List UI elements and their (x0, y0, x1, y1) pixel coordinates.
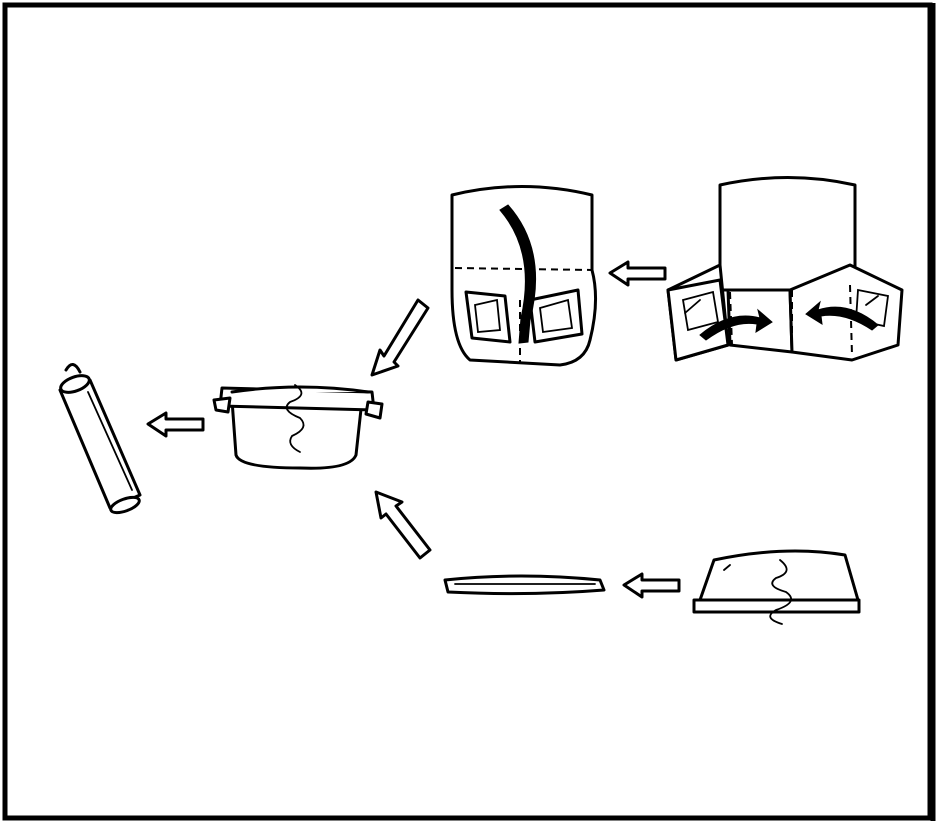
step-6-flat-tray-side-view (445, 576, 604, 594)
step-2-wrap-sides-folded (452, 187, 596, 366)
step-5-flat-tray-with-tie (694, 551, 859, 624)
page-frame (5, 5, 930, 818)
step-3-wrapped-bowl (214, 385, 382, 468)
